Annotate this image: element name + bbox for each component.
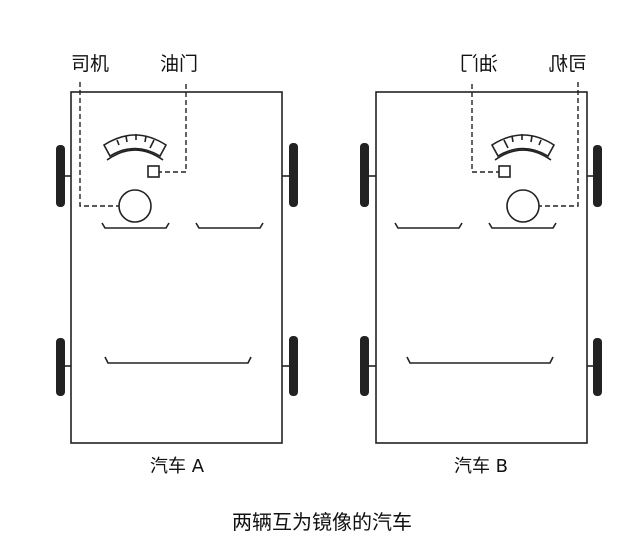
driver-label: 司机: [71, 53, 109, 75]
speedometer-gauge: [102, 134, 168, 161]
speedometer-gauge: [490, 134, 556, 161]
rear-seat: [406, 356, 554, 364]
car-a-label: 汽车 A: [150, 456, 205, 477]
front-seat: [488, 222, 557, 229]
throttle-label: 油门: [160, 53, 198, 75]
rear-right-wheel: [593, 338, 602, 396]
throttle-label-mirrored: 油门: [460, 53, 498, 75]
throttle-pedal: [147, 165, 160, 178]
car-body: [70, 91, 283, 444]
car-a: 司机 油门 汽车 A: [56, 53, 298, 477]
throttle-pointer: [471, 84, 499, 173]
rear-right-wheel: [289, 336, 298, 396]
front-seat-left: [101, 222, 170, 229]
front-seat: [394, 222, 463, 229]
caption: 两辆互为镜像的汽车: [232, 510, 412, 534]
steering-wheel: [118, 189, 152, 223]
car-b: 司机 油门 汽车 B: [360, 53, 602, 477]
driver-pointer: [539, 82, 579, 207]
rear-left-wheel: [360, 336, 369, 396]
driver-pointer: [79, 82, 119, 207]
car-body: [375, 91, 588, 444]
rear-seat: [104, 356, 252, 364]
car-b-label: 汽车 B: [454, 456, 508, 477]
front-left-wheel: [360, 143, 369, 207]
front-right-wheel: [289, 143, 298, 207]
front-seat-right: [195, 222, 264, 229]
driver-label-mirrored: 司机: [549, 53, 587, 75]
throttle-pedal: [498, 165, 511, 178]
front-right-wheel: [593, 145, 602, 207]
front-left-wheel: [56, 145, 65, 207]
steering-wheel: [506, 189, 540, 223]
rear-left-wheel: [56, 338, 65, 396]
throttle-pointer: [159, 84, 187, 173]
